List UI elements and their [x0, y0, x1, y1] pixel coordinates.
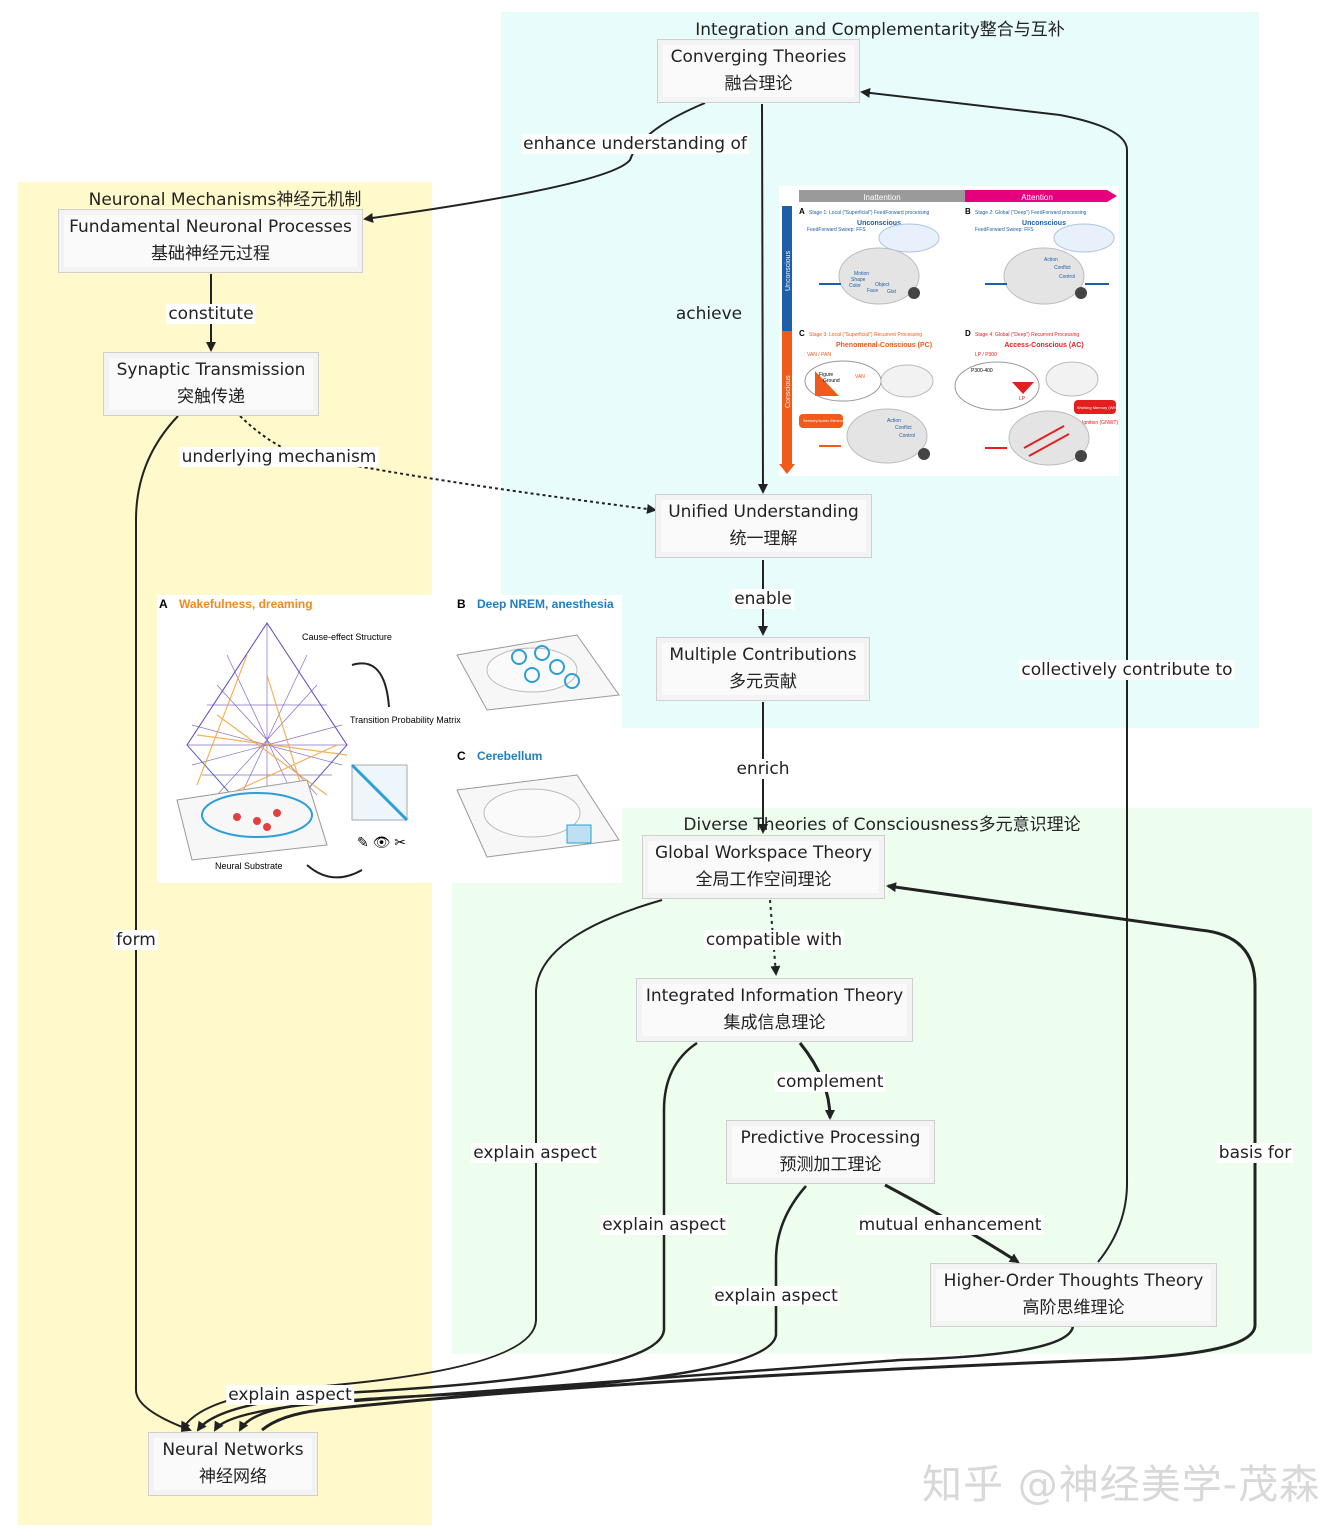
label-explain-iit: explain aspect — [600, 1215, 728, 1235]
fig-a-letter: A — [159, 597, 168, 611]
svg-text:Control: Control — [899, 433, 915, 439]
panel-b-sub: Unconscious — [1022, 220, 1066, 227]
label-explain-hot: explain aspect — [226, 1385, 354, 1405]
fig-substrate: Neural Substrate — [215, 861, 283, 871]
svg-text:Working Memory (WM): Working Memory (WM) — [1077, 405, 1119, 410]
label-enhance: enhance understanding of — [521, 134, 749, 154]
panel-c-letter: C — [799, 329, 805, 338]
label-complement: complement — [774, 1072, 886, 1092]
bar-attention — [965, 190, 1117, 202]
label-constitute: constitute — [166, 304, 256, 324]
panel-d-letter: D — [965, 329, 971, 338]
edge-basis-out — [261, 1324, 1257, 1432]
svg-text:Conflict: Conflict — [895, 425, 912, 431]
svg-text:Ground: Ground — [823, 378, 840, 384]
group-integration-title: Integration and Complementarity整合与互补 — [695, 20, 1065, 40]
axis-conscious-label: Conscious — [785, 375, 792, 408]
svg-text:P300-400: P300-400 — [971, 368, 993, 374]
svg-text:Shape: Shape — [851, 277, 866, 283]
fig-b-letter: B — [457, 597, 466, 611]
bar-inattention — [799, 190, 965, 202]
panel-b-note: FeedForward Sweep: FFS — [975, 227, 1034, 233]
axis-unconscious — [782, 206, 792, 331]
fig-transition: Transition Probability Matrix — [350, 715, 461, 725]
label-explain-gwt: explain aspect — [471, 1143, 599, 1163]
svg-text:LP: LP — [1019, 396, 1026, 402]
group-diverse-title: Diverse Theories of Consciousness多元意识理论 — [683, 815, 1081, 835]
svg-text:Face: Face — [867, 288, 878, 294]
edge-form — [135, 415, 192, 1432]
label-explain-pp: explain aspect — [712, 1286, 840, 1306]
label-compatible: compatible with — [703, 930, 845, 950]
fig-cause-effect: Cause-effect Structure — [302, 632, 392, 642]
label-basis: basis for — [1216, 1143, 1294, 1163]
fig-c-title: Cerebellum — [477, 749, 542, 763]
svg-text:Color: Color — [849, 283, 861, 289]
fig-a-title: Wakefulness, dreaming — [179, 597, 313, 611]
edge-explain-iit — [196, 1041, 698, 1432]
label-form: form — [114, 930, 158, 950]
label-underlying: underlying mechanism — [179, 447, 379, 467]
figure-consciousness-stages: Inattention Attention Unconscious Consci… — [779, 186, 1119, 476]
panel-a-word: Motion — [854, 271, 869, 277]
group-neuronal-title: Neuronal Mechanisms神经元机制 — [88, 190, 362, 210]
panel-d-note: LP / P300 — [975, 352, 997, 358]
edge-explain-gwt — [181, 899, 663, 1432]
panel-a-title: Stage 1: Local ("Superficial") FeedForwa… — [809, 210, 929, 216]
svg-text:Action: Action — [1044, 257, 1058, 263]
panel-a-note: FeedForward Sweep: FFS — [807, 227, 866, 233]
svg-text:Object: Object — [875, 282, 890, 288]
svg-text:Gist: Gist — [887, 289, 897, 295]
svg-text:Conflict: Conflict — [1054, 265, 1071, 271]
watermark: 知乎 @神经美学-茂森 — [922, 1462, 1321, 1508]
label-achieve: achieve — [675, 304, 743, 324]
svg-text:Sensory/Iconic Memory (IM): Sensory/Iconic Memory (IM) — [803, 418, 854, 423]
svg-text:Figure: Figure — [819, 372, 833, 378]
panel-a-letter: A — [799, 207, 805, 216]
bar-attention-label: Attention — [1021, 193, 1053, 202]
panel-c-note: VAN / PAN — [807, 352, 831, 358]
panel-a-sub: Unconscious — [857, 220, 901, 227]
panel-c-sub: Phenomenal-Conscious (PC) — [836, 342, 932, 349]
panel-d-title: Stage 4: Global ("Deep") Recurrent Proce… — [975, 332, 1079, 338]
label-collectively: collectively contribute to — [1019, 660, 1235, 680]
label-enable: enable — [732, 589, 794, 609]
label-mutual: mutual enhancement — [856, 1215, 1044, 1235]
edge-explain-hot — [238, 1324, 1075, 1432]
fig-c-letter: C — [457, 749, 466, 763]
edge-collectively — [860, 87, 1129, 1263]
label-enrich: enrich — [734, 759, 792, 779]
figure-brain-states: A Wakefulness, dreaming Cause-effect Str… — [157, 595, 622, 883]
svg-text:✎ 👁 ✂: ✎ 👁 ✂ — [357, 834, 406, 850]
bar-inattention-label: Inattention — [863, 193, 900, 202]
svg-text:VAN: VAN — [855, 374, 865, 380]
edge-enhance — [363, 102, 706, 223]
edge-basis — [886, 882, 1257, 1325]
panel-d-sub: Access-Conscious (AC) — [1004, 342, 1083, 349]
edge-underlying — [239, 415, 657, 514]
panel-b-letter: B — [965, 207, 971, 216]
axis-unconscious-label: Unconscious — [785, 250, 792, 291]
fig-b-title: Deep NREM, anesthesia — [477, 597, 614, 611]
axis-conscious — [779, 331, 795, 474]
panel-b-title: Stage 2: Global ("Deep") FeedForward pro… — [975, 210, 1087, 216]
panel-c-title: Stage 3: Local ("Superficial") Recurrent… — [809, 332, 922, 338]
svg-text:Ignition (GNWT): Ignition (GNWT) — [1082, 420, 1118, 426]
edge-achieve — [757, 103, 768, 494]
svg-text:Control: Control — [1059, 274, 1075, 280]
svg-text:Action: Action — [887, 418, 901, 424]
